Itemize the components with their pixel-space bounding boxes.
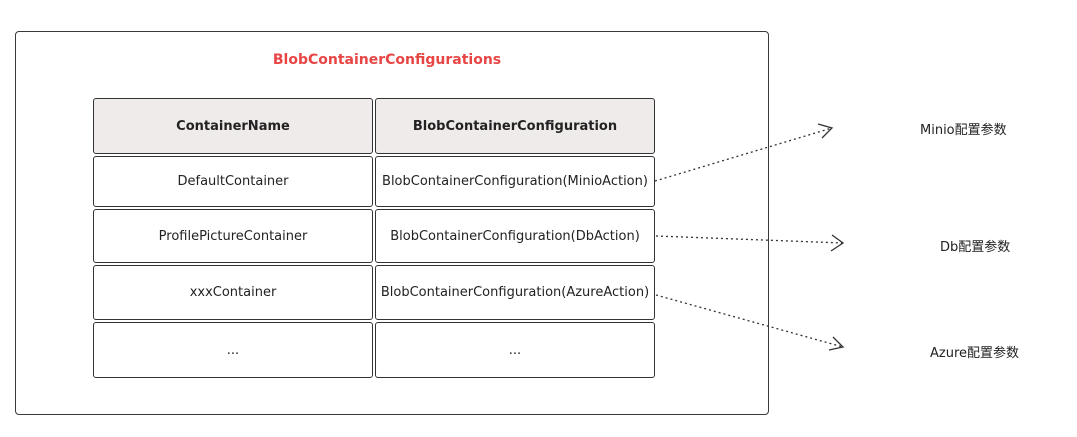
- diagram-title: BlobContainerConfigurations: [272, 52, 502, 68]
- row-xxx-container-name: xxxContainer: [93, 265, 373, 320]
- arrow-head-azure: [828, 336, 845, 351]
- arrow-head-minio: [817, 123, 834, 139]
- target-label-db: Db配置参数: [940, 240, 1011, 255]
- arrow-head-db: [830, 234, 845, 252]
- row-profile-picture-container-name: ProfilePictureContainer: [93, 209, 373, 263]
- row-ellipsis-container-name: ...: [93, 322, 373, 378]
- blob-container-configurations-frame: [15, 31, 769, 415]
- header-container-name: ContainerName: [93, 98, 373, 154]
- target-label-azure: Azure配置参数: [930, 346, 1020, 361]
- target-label-minio: Minio配置参数: [920, 123, 1007, 138]
- row-ellipsis-container-config: ...: [375, 322, 655, 378]
- row-default-container-config: BlobContainerConfiguration(MinioAction): [375, 156, 655, 207]
- row-default-container-name: DefaultContainer: [93, 156, 373, 207]
- header-blob-container-configuration: BlobContainerConfiguration: [375, 98, 655, 154]
- row-profile-picture-container-config: BlobContainerConfiguration(DbAction): [375, 209, 655, 263]
- row-xxx-container-config: BlobContainerConfiguration(AzureAction): [375, 265, 655, 320]
